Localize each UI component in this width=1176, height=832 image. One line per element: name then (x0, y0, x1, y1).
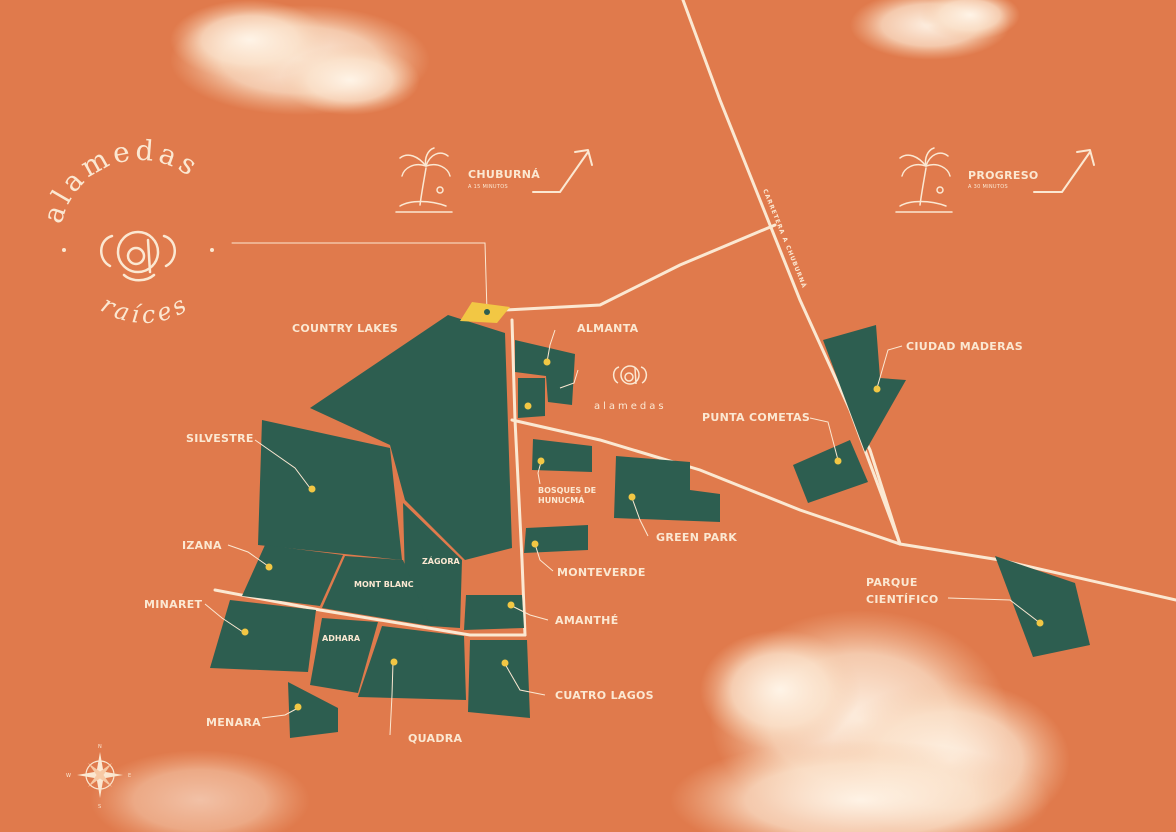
arrow-up-right-icon (532, 149, 593, 193)
parcel-menara[interactable] (288, 682, 338, 738)
center-brand: alamedas (594, 365, 667, 412)
road-label: CARRETERA A CHUBURNÁ (761, 188, 807, 290)
chuburna-time: A 15 MINUTOS (468, 184, 508, 190)
marker-parque-cientifico[interactable] (1036, 619, 1044, 627)
marker-selected-lot[interactable] (484, 309, 490, 315)
label-country-lakes: COUNTRY LAKES (292, 322, 398, 335)
road-carretera-chuburna (681, 0, 902, 546)
chuburna-name: CHUBURNÁ (468, 168, 540, 181)
marker-bosques[interactable] (537, 457, 545, 465)
parcel-green-park[interactable] (614, 456, 720, 522)
brand-logo: alamedas raíces (36, 133, 214, 330)
marker-menara[interactable] (294, 703, 302, 711)
progreso-name: PROGRESO (968, 169, 1039, 182)
label-minaret: MINARET (144, 598, 203, 611)
markers (241, 309, 1044, 711)
brand-bottom-text: raíces (96, 289, 194, 330)
parcel-ciudad-maderas[interactable] (823, 325, 906, 452)
parcel-mont-blanc[interactable] (322, 556, 430, 626)
marker-ciudad-maderas[interactable] (873, 385, 881, 393)
marker-cuatro-lagos[interactable] (501, 659, 509, 667)
road-north-link (503, 223, 777, 312)
parcel-amanthe[interactable] (464, 595, 524, 630)
road-south-west (213, 588, 527, 637)
parcel-monteverde[interactable] (524, 525, 588, 553)
label-quadra: QUADRA (408, 732, 463, 745)
marker-minaret[interactable] (241, 628, 249, 636)
leader-lines (204, 329, 1041, 736)
parcel-parque-cientifico[interactable] (995, 556, 1090, 657)
brand-top-text: alamedas (36, 133, 206, 227)
parcel-bosques[interactable] (532, 439, 592, 472)
parcel-cuatro-lagos[interactable] (468, 640, 530, 718)
parcel-izana[interactable] (242, 545, 343, 606)
label-almanta: ALMANTA (577, 322, 639, 335)
palm-tree-icon (395, 147, 453, 213)
label-ciudad-maderas: CIUDAD MADERAS (906, 340, 1023, 353)
parcel-adhara[interactable] (310, 618, 378, 693)
progreso-time: A 30 MINUTOS (968, 184, 1008, 190)
marker-quadra[interactable] (390, 658, 398, 666)
parcel-almanta[interactable] (515, 340, 575, 405)
parcels (210, 302, 1090, 738)
clouds (90, 0, 1070, 832)
label-cuatro-lagos: CUATRO LAGOS (555, 689, 654, 702)
marker-izana[interactable] (265, 563, 273, 571)
cloud-bottom-center (670, 610, 1070, 832)
parcel-country-lakes[interactable] (310, 315, 512, 560)
label-punta-cometas: PUNTA COMETAS (702, 411, 810, 424)
marker-silvestre[interactable] (308, 485, 316, 493)
palm-tree-icon (895, 147, 953, 213)
parcel-almanta-small[interactable] (518, 378, 545, 418)
destination-progreso[interactable]: PROGRESO A 30 MINUTOS (895, 147, 1095, 213)
cloud-bottom-left (90, 750, 310, 832)
compass-w: W (66, 773, 71, 779)
marker-amanthe[interactable] (507, 601, 515, 609)
label-bosques-2: HUNUCMÁ (538, 494, 585, 505)
labels: COUNTRY LAKES ALMANTA CIUDAD MADERAS PUN… (144, 322, 1023, 745)
label-amanthe: AMANTHÉ (555, 614, 619, 627)
label-izana: IZANA (182, 539, 222, 552)
brand-monogram-icon (612, 365, 648, 385)
marker-monteverde[interactable] (531, 540, 539, 548)
parcel-silvestre[interactable] (258, 420, 402, 560)
label-menara: MENARA (206, 716, 261, 729)
label-parque-2: CIENTÍFICO (866, 593, 939, 606)
marker-punta-cometas[interactable] (834, 457, 842, 465)
label-zagora: ZÁGORA (422, 555, 461, 566)
center-brand-text: alamedas (594, 401, 667, 412)
cloud-top-right (850, 0, 1020, 60)
label-adhara: ADHARA (322, 634, 361, 643)
parcel-minaret[interactable] (210, 600, 316, 672)
marker-almanta-small[interactable] (524, 402, 532, 410)
label-bosques-1: BOSQUES DE (538, 486, 596, 495)
compass-n: N (98, 744, 102, 750)
pointer-line-down (484, 242, 488, 313)
marker-green-park[interactable] (628, 493, 636, 501)
cloud-top-left (170, 0, 430, 115)
arrow-up-right-icon (1033, 149, 1095, 193)
label-mont-blanc: MONT BLANC (354, 580, 414, 589)
label-green-park: GREEN PARK (656, 531, 737, 544)
road-vertical-center (510, 318, 527, 637)
parcel-punta-cometas[interactable] (793, 440, 868, 503)
destination-chuburna[interactable]: CHUBURNÁ A 15 MINUTOS (395, 147, 593, 213)
marker-almanta[interactable] (543, 358, 551, 366)
brand-monogram-icon (100, 230, 176, 282)
label-silvestre: SILVESTRE (186, 432, 254, 445)
label-monteverde: MONTEVERDE (557, 566, 646, 579)
label-parque-1: PARQUE (866, 576, 918, 589)
parcel-quadra[interactable] (358, 626, 466, 700)
